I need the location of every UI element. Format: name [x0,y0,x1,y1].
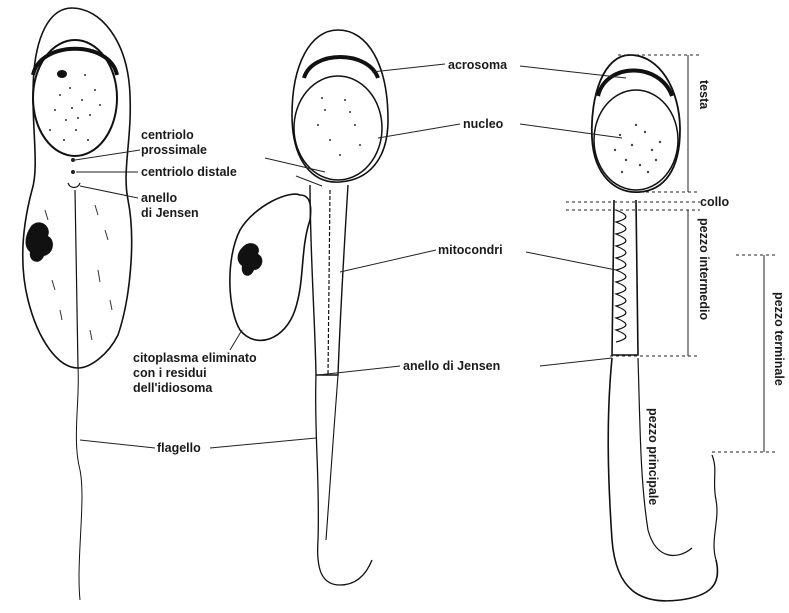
mature-nucleus [594,90,678,190]
mature-end-piece [712,455,717,560]
label-flagello: flagello [157,441,201,455]
label-citoplasma-2: con i residui [133,366,207,380]
spermatid-centrioles [71,158,75,174]
leader-citoplasma [230,330,242,350]
maturing-acrosome [304,57,378,78]
maturing-chromatin-dots [317,97,361,156]
label-centriolo-prossimale-2: prossimale [141,143,207,157]
leader-acrosoma-mid [372,64,445,72]
label-testa: testa [697,80,711,110]
leader-nucleo-mid [378,124,460,138]
spermatid-mitochondria [45,205,112,340]
maturing-tail-inner [326,375,338,540]
maturing-tail [316,375,372,585]
idiosome-residue [238,243,263,276]
leader-anello-jensen-mid [318,366,400,375]
leader-anello-jensen-left [80,186,138,198]
mature-acrosome [598,71,672,97]
spermatid-cell-early [23,8,132,600]
spermatid-nucleolus [57,70,67,78]
spermatozoon-maturing [230,30,388,585]
label-pezzo-terminale: pezzo terminale [772,292,786,386]
label-centriolo-prossimale-1: centriolo [141,128,194,142]
leader-nucleo-right [520,124,622,138]
spermatid-idiosome [26,222,53,261]
spermatid-flagellum [76,368,82,600]
label-anello-di-jensen: anello di Jensen [403,359,500,373]
leader-flagello-mid [210,438,316,448]
leader-acrosoma-right [520,66,626,78]
label-pezzo-principale: pezzo principale [646,408,660,505]
leader-mitocondri-mid [340,250,436,272]
label-nucleo: nucleo [463,117,504,131]
label-acrosoma: acrosoma [448,58,508,72]
label-anello-2: di Jensen [141,206,199,220]
spermatid-acrosome-cap [33,49,117,75]
maturing-nucleus [294,76,382,180]
dimension-lines [566,55,775,452]
label-centriolo-distale: centriolo distale [141,165,237,179]
mature-chromatin-dots [614,124,661,173]
mature-principal-piece [608,358,717,601]
spermatid-chromatin-dots [49,74,101,141]
leader-centriolo-prossimale-mid [265,158,325,172]
leader-mitocondri-right [526,252,616,270]
spermatid-axial-filament [75,190,78,368]
label-citoplasma-3: dell'idiosoma [133,381,213,395]
label-collo: collo [700,195,730,209]
label-anello-1: anello [141,191,177,205]
label-mitocondri: mitocondri [438,243,503,257]
label-pezzo-intermedio: pezzo intermedio [697,218,711,320]
maturing-mitochondria [328,190,330,375]
leader-flagello-left [80,440,155,448]
spermatid-jensen-ring [68,183,80,188]
leader-anello-jensen-right [540,358,612,366]
mature-mitochondrial-spiral [616,210,626,342]
label-citoplasma-1: citoplasma eliminato [133,351,257,365]
